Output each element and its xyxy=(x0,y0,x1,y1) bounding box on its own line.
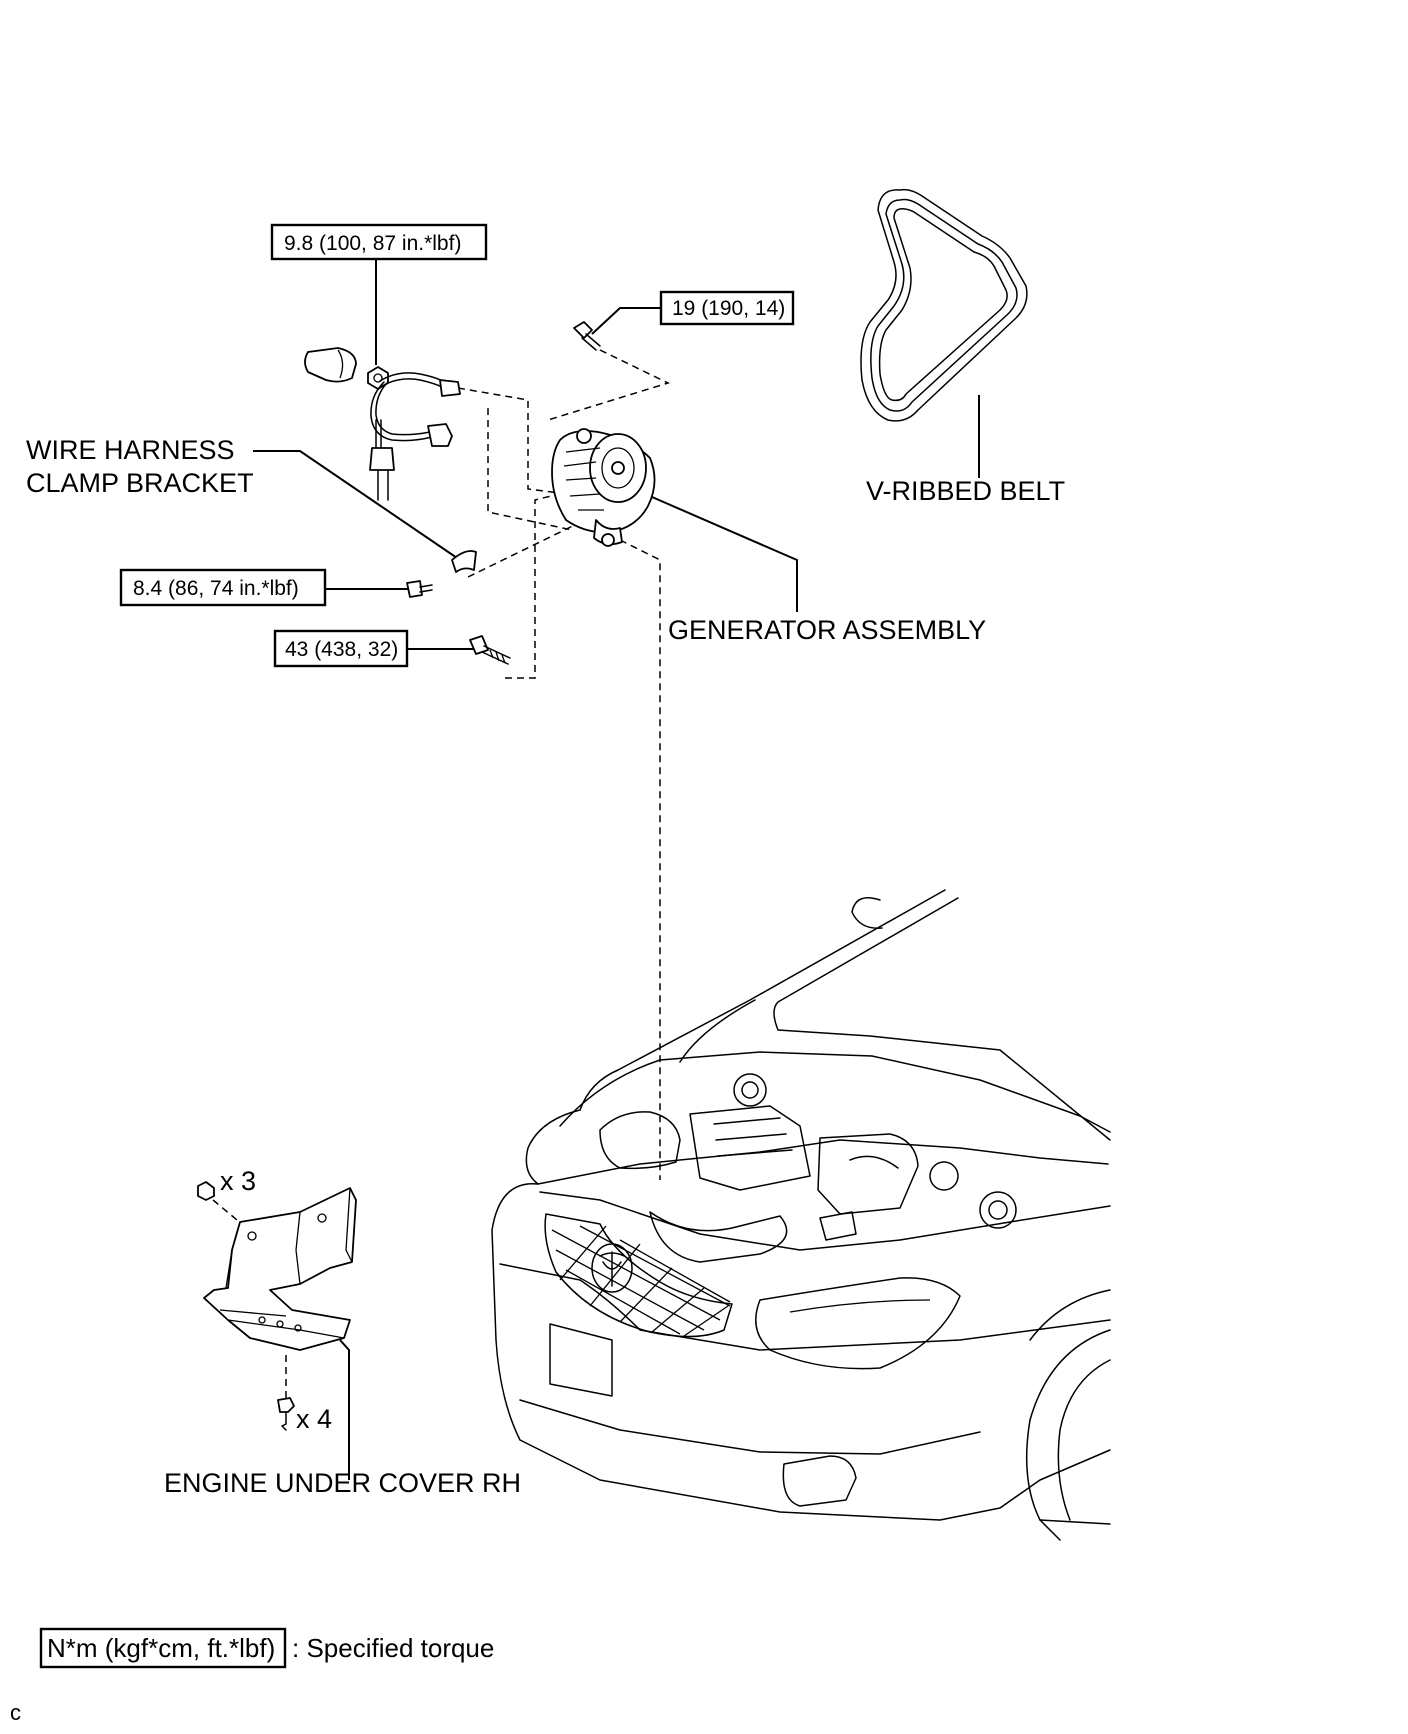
label-v-ribbed-belt: V-RIBBED BELT xyxy=(866,476,1065,506)
under-cover-top-bolt xyxy=(197,1181,215,1201)
label-wire-harness-clamp-bracket-line1: WIRE HARNESS xyxy=(26,435,235,465)
engine-under-cover-illustration xyxy=(197,1181,357,1431)
label-engine-under-cover-rh: ENGINE UNDER COVER RH xyxy=(164,1468,521,1498)
leader-lines xyxy=(253,259,980,1480)
assembly-dashed-lines xyxy=(212,349,671,1405)
torque-box-wire-harness-nut: 9.8 (100, 87 in.*lbf) xyxy=(270,223,488,261)
under-cover-bottom-bolt xyxy=(277,1397,295,1431)
label-generator-assembly: GENERATOR ASSEMBLY xyxy=(668,615,986,645)
label-quantity-x3: x 3 xyxy=(220,1166,256,1196)
legend-description: : Specified torque xyxy=(292,1633,494,1663)
label-wire-harness-clamp-bracket-line2: CLAMP BRACKET xyxy=(26,468,254,498)
generator-assembly-illustration xyxy=(551,428,656,547)
vehicle-front-illustration xyxy=(491,889,1111,1541)
torque-value: 43 (438, 32) xyxy=(285,638,398,661)
corner-code: c xyxy=(10,1700,21,1725)
wire-harness-illustration xyxy=(304,347,477,573)
generator-lower-bolt xyxy=(469,635,511,665)
torque-box-generator-lower-bolt: 43 (438, 32) xyxy=(273,629,409,668)
torque-box-generator-upper-bolt: 19 (190, 14) xyxy=(659,290,795,326)
v-ribbed-belt-illustration xyxy=(860,188,1028,422)
torque-box-bracket-bolt: 8.4 (86, 74 in.*lbf) xyxy=(119,568,327,607)
generator-upper-bolt xyxy=(573,321,601,351)
label-quantity-x4: x 4 xyxy=(296,1404,332,1434)
torque-value: 9.8 (100, 87 in.*lbf) xyxy=(284,232,461,255)
torque-legend: N*m (kgf*cm, ft.*lbf) : Specified torque xyxy=(39,1627,494,1669)
torque-value: 19 (190, 14) xyxy=(672,297,785,320)
legend-unit-box: N*m (kgf*cm, ft.*lbf) xyxy=(47,1633,275,1663)
bracket-bolt xyxy=(406,580,433,598)
wire-harness-clamp-bracket xyxy=(451,550,477,573)
torque-value: 8.4 (86, 74 in.*lbf) xyxy=(133,577,299,600)
